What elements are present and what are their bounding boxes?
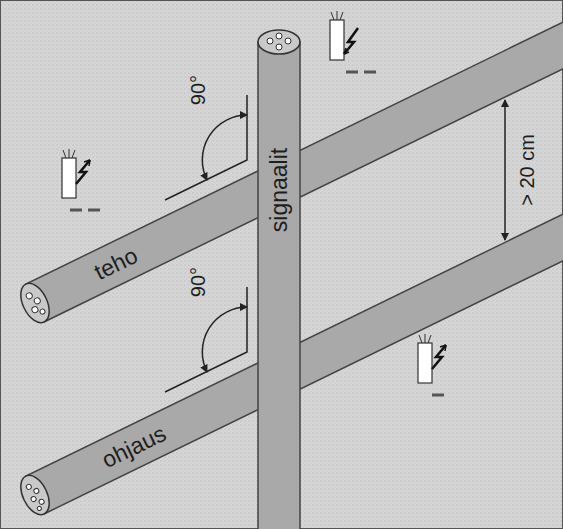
- cable-label: signaalit: [268, 148, 291, 232]
- right-angle-marker: [165, 287, 247, 392]
- angle-label: 90°: [188, 75, 208, 105]
- interference-icon: [330, 11, 376, 72]
- interference-icon: [62, 149, 100, 210]
- dimension-label: > 20 cm: [517, 134, 537, 206]
- distance-arrow: [504, 100, 506, 240]
- signal-cable: [258, 30, 300, 529]
- right-angle-marker: [165, 95, 247, 200]
- interference-icon: [418, 334, 446, 395]
- angle-label: 90°: [188, 267, 208, 297]
